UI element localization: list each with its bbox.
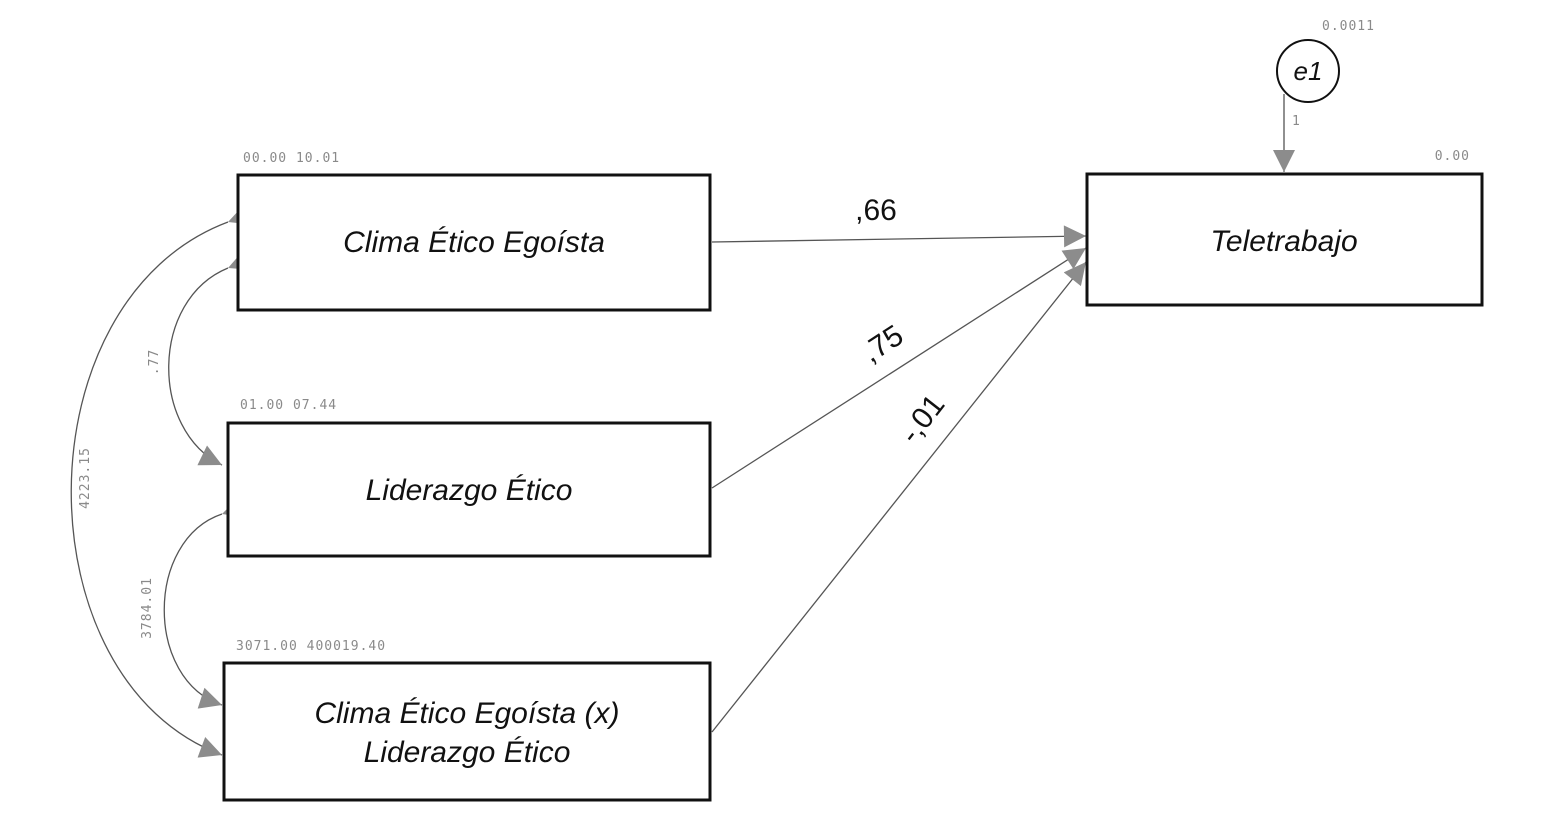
node-liderazgo-etico	[226, 421, 712, 558]
path-liderazgo-to-teletrabajo	[711, 247, 1087, 489]
teletrabajo-stat: 0.00	[1435, 149, 1470, 164]
coef-interaccion-teletrabajo: -,01	[894, 389, 952, 450]
path-clima-to-teletrabajo	[711, 225, 1087, 248]
error-weight: 1	[1292, 114, 1301, 129]
node-teletrabajo	[1085, 172, 1484, 307]
interaccion-stat: 3071.00 400019.40	[236, 639, 386, 654]
interaccion-label-line1: Clima Ético Egoísta (x)	[314, 697, 619, 730]
interaccion-label-line2: Liderazgo Ético	[364, 736, 571, 769]
covariance-clima-interaccion	[70, 203, 253, 758]
node-interaccion	[222, 661, 712, 802]
error-label: e1	[1294, 56, 1323, 86]
node-clima-etico-egoista	[236, 173, 712, 312]
cov-clima-interaccion-label: 4223.15	[78, 447, 93, 509]
covariance-clima-liderazgo	[168, 249, 253, 466]
error-stat: 0.0011	[1322, 19, 1375, 34]
coef-clima-teletrabajo: ,66	[855, 194, 897, 227]
node-error-e1	[1276, 39, 1340, 103]
teletrabajo-label: Teletrabajo	[1210, 225, 1357, 258]
liderazgo-label: Liderazgo Ético	[366, 474, 573, 507]
coef-liderazgo-teletrabajo: ,75	[856, 319, 909, 369]
clima-stat: 00.00 10.01	[243, 151, 340, 166]
clima-label: Clima Ético Egoísta	[343, 226, 605, 259]
liderazgo-stat: 01.00 07.44	[240, 398, 337, 413]
covariance-liderazgo-interaccion	[163, 496, 247, 709]
cov-clima-liderazgo-label: .77	[147, 349, 162, 375]
path-interaccion-to-teletrabajo	[711, 261, 1087, 733]
cov-liderazgo-interaccion-label: 3784.01	[140, 577, 155, 639]
